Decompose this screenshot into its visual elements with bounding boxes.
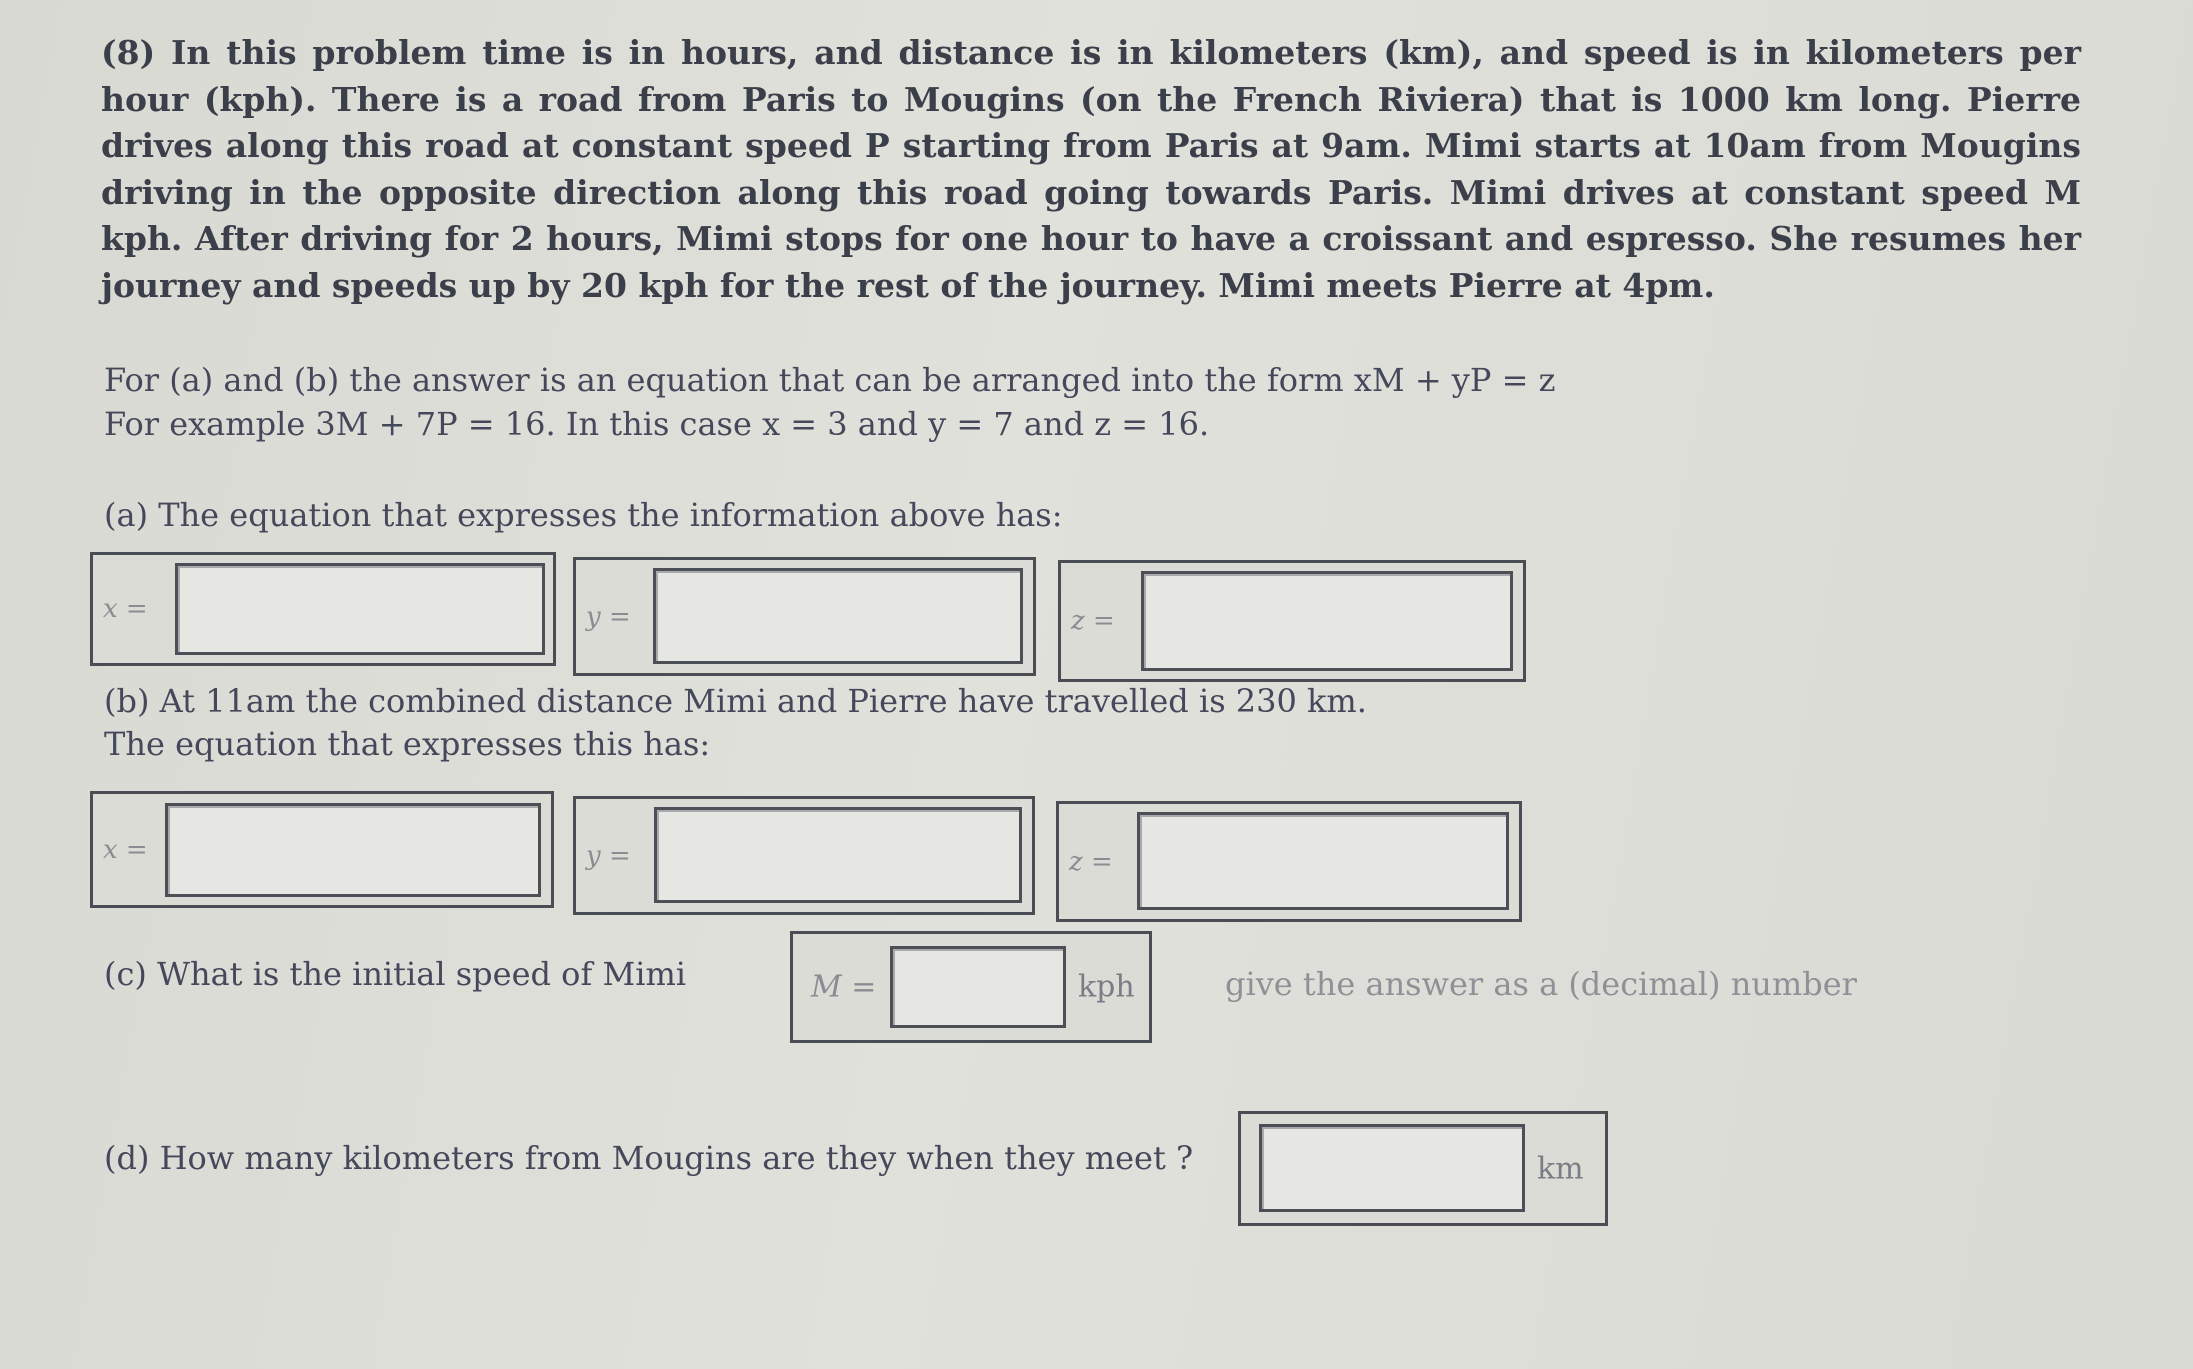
part-a-x-group: x = <box>90 552 556 666</box>
part-a-y-input[interactable] <box>653 568 1023 664</box>
part-b-x-input[interactable] <box>165 803 541 897</box>
part-d-unit: km <box>1537 1151 1584 1186</box>
part-b-x-label: x = <box>103 834 148 865</box>
part-a-z-label: z = <box>1071 606 1115 636</box>
part-a-y-group: y = <box>573 557 1036 676</box>
part-b-x-group: x = <box>90 791 554 908</box>
part-a-y-label: y = <box>586 601 631 632</box>
part-c-answer-group: M = kph <box>790 931 1152 1043</box>
part-b-y-group: y = <box>573 796 1035 915</box>
part-c-hint: give the answer as a (decimal) number <box>1225 965 1857 1003</box>
part-c-input[interactable] <box>890 946 1066 1028</box>
part-b-z-input[interactable] <box>1137 812 1509 910</box>
problem-text: (8) In this problem time is in hours, an… <box>101 33 2081 305</box>
part-a-prompt: (a) The equation that expresses the info… <box>104 496 1063 534</box>
part-b-prompt-line-2: The equation that expresses this has: <box>104 725 711 763</box>
form-note: For (a) and (b) the answer is an equatio… <box>104 358 1555 446</box>
part-a-z-input[interactable] <box>1141 571 1513 671</box>
part-c-prompt: (c) What is the initial speed of Mimi <box>104 955 687 993</box>
part-a-x-label: x = <box>103 594 148 624</box>
part-c-label: M = <box>811 969 877 1005</box>
part-b-y-input[interactable] <box>654 807 1022 903</box>
part-a-z-group: z = <box>1058 560 1526 682</box>
part-a-x-input[interactable] <box>175 563 545 655</box>
form-note-line-1: For (a) and (b) the answer is an equatio… <box>104 361 1556 399</box>
problem-statement: (8) In this problem time is in hours, an… <box>101 30 2081 309</box>
form-note-line-2: For example 3M + 7P = 16. In this case x… <box>104 405 1210 443</box>
part-c-unit: kph <box>1078 969 1135 1005</box>
part-d-answer-group: km <box>1238 1111 1608 1226</box>
part-d-input[interactable] <box>1259 1124 1525 1212</box>
part-b-z-label: z = <box>1069 846 1113 877</box>
part-b-z-group: z = <box>1056 801 1522 922</box>
part-d-prompt: (d) How many kilometers from Mougins are… <box>104 1139 1194 1177</box>
part-b-y-label: y = <box>586 840 631 871</box>
part-b-prompt-line-1: (b) At 11am the combined distance Mimi a… <box>104 682 1367 720</box>
